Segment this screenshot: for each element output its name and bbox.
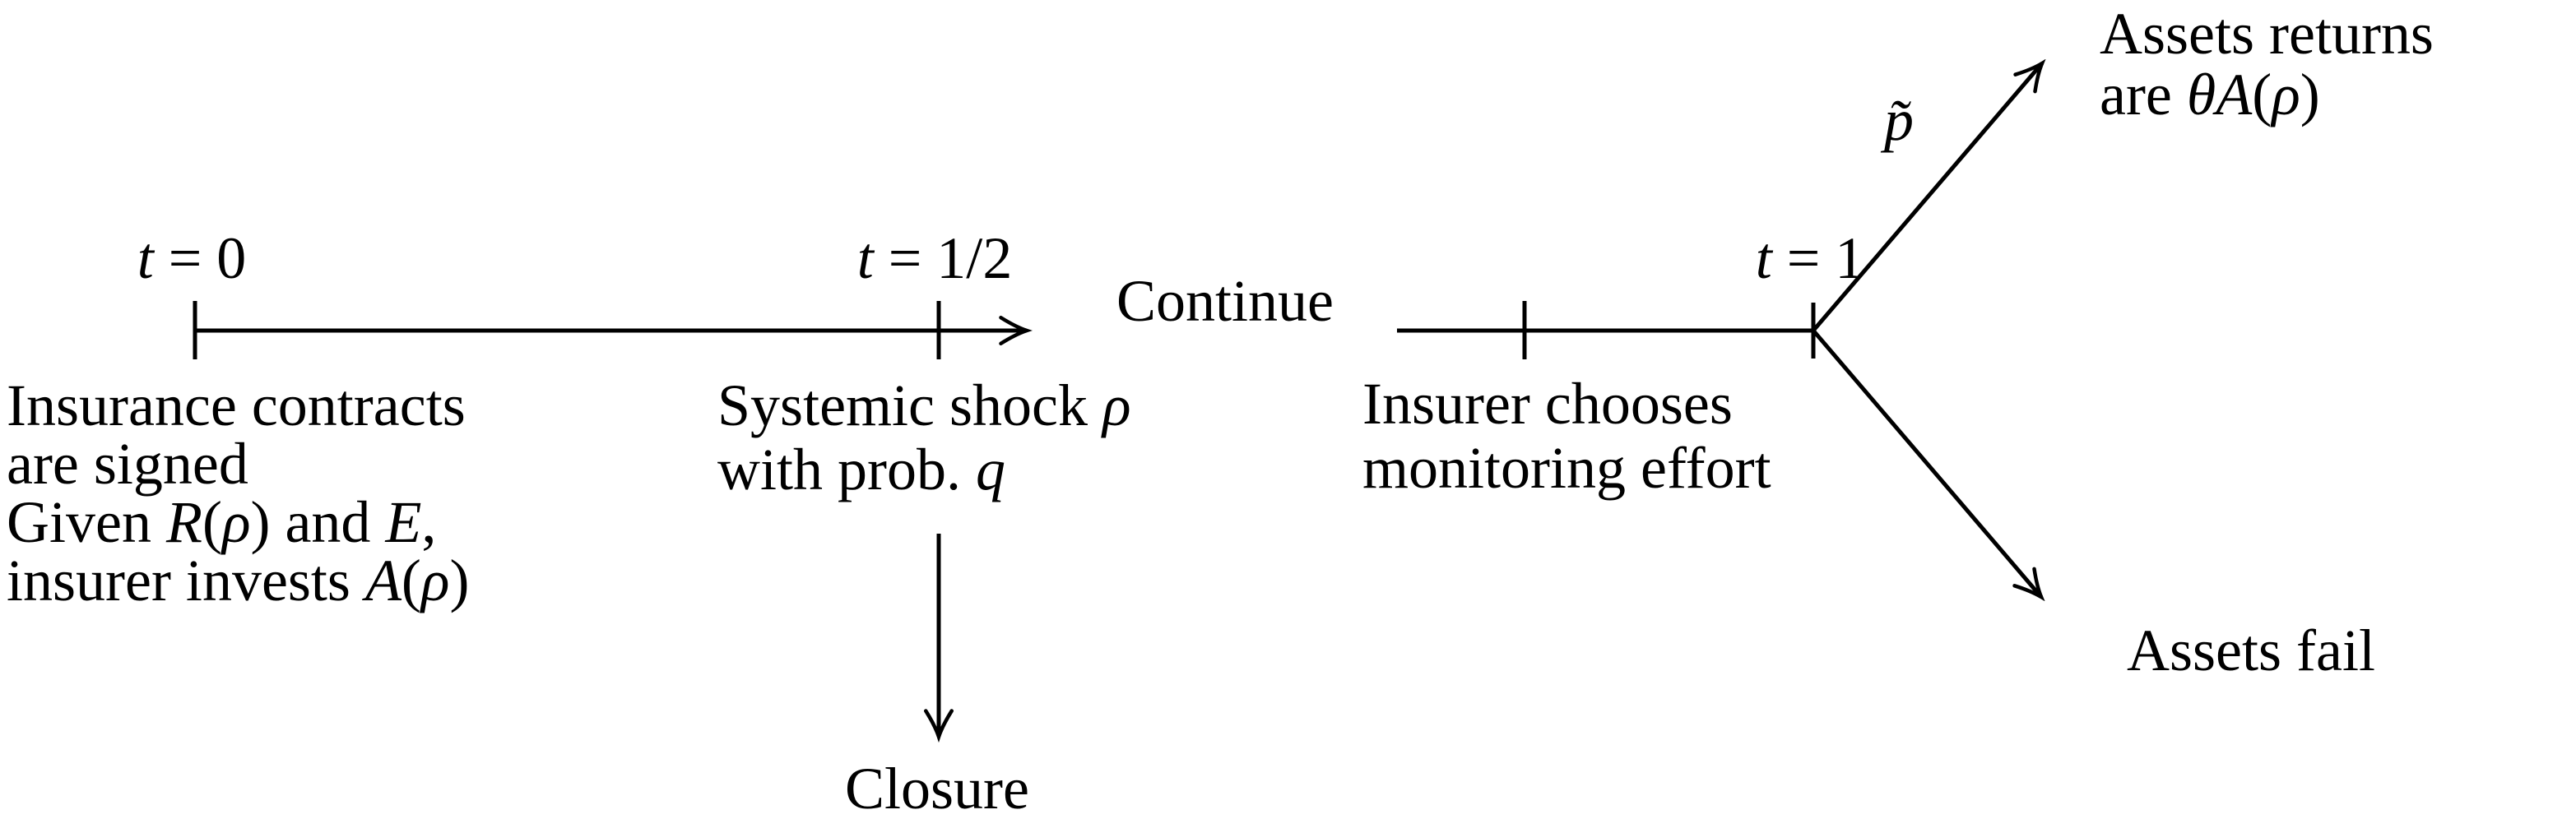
shock-note-line: Systemic shock ρ <box>717 372 1131 438</box>
label-t-half: t = 1/2 <box>856 225 1013 291</box>
branch-fail-arrow <box>1812 329 2041 597</box>
label-p-tilde: p̃ <box>1884 87 1914 153</box>
branch-success-arrow <box>1812 63 2042 332</box>
insurance-note-line: Given R(ρ) and E, <box>7 489 437 555</box>
label-t1: t = 1 <box>1755 225 1865 291</box>
systemic-shock-note: Systemic shock ρ with prob. q <box>717 373 1131 502</box>
label-t0: t = 0 <box>137 225 247 291</box>
monitoring-note: Insurer chooses monitoring effort <box>1362 372 1771 500</box>
monitoring-note-line: monitoring effort <box>1362 435 1771 501</box>
label-continue: Continue <box>1116 268 1334 334</box>
insurance-note-line: Insurance contracts <box>7 372 466 438</box>
insurance-note: Insurance contracts are signed Given R(ρ… <box>7 372 470 613</box>
insurance-note-line: insurer invests A(ρ) <box>7 548 470 613</box>
monitoring-note-line: Insurer chooses <box>1362 371 1733 437</box>
label-closure: Closure <box>845 756 1029 819</box>
insurance-note-line: are signed <box>7 431 248 497</box>
asset-returns-line: are θA(ρ) <box>2100 62 2320 127</box>
shock-note-line: with prob. q <box>717 437 1005 502</box>
asset-returns-note: Assets returns are θA(ρ) <box>2100 3 2434 125</box>
label-assets-fail: Assets fail <box>2127 618 2375 683</box>
asset-returns-line: Assets returns <box>2100 1 2434 67</box>
